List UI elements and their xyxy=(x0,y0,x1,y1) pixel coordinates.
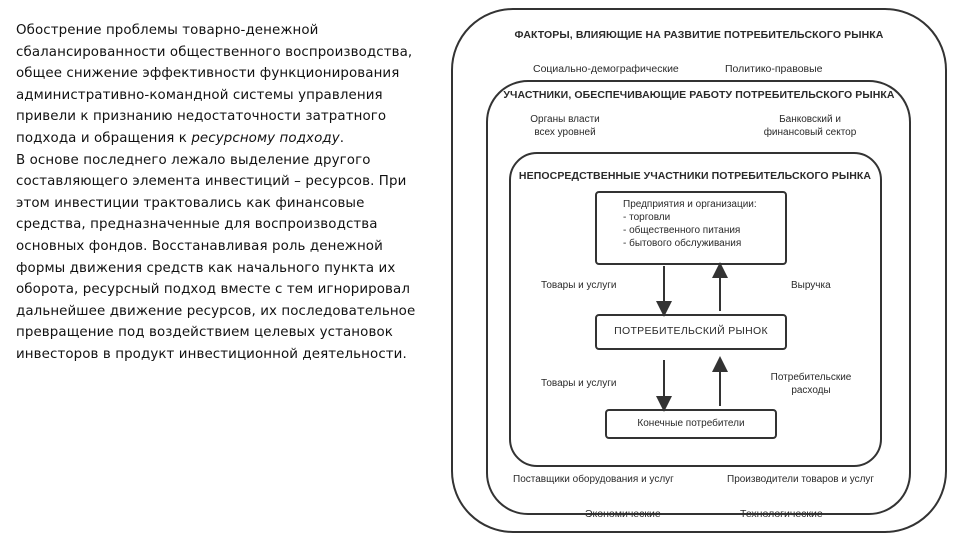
flow-revenue: Выручка xyxy=(791,280,831,291)
paragraph-2: В основе последнего лежало выделение дру… xyxy=(16,152,416,362)
factor-technological: Технологические xyxy=(740,508,823,520)
flow-spending-line2: расходы xyxy=(791,385,831,396)
participant-authorities-line1: Органы власти xyxy=(530,114,600,125)
participant-banking-line2: финансовый сектор xyxy=(763,127,857,138)
flow-goods-lower: Товары и услуги xyxy=(541,378,617,389)
enterprises-item-catering: - общественного питания xyxy=(623,225,741,236)
end-consumers-label: Конечные потребители xyxy=(637,418,745,429)
flow-spending-line1: Потребительские xyxy=(770,372,852,383)
factor-political-legal: Политико-правовые xyxy=(725,63,823,75)
flow-goods-upper: Товары и услуги xyxy=(541,280,617,291)
middle-title: УЧАСТНИКИ, ОБЕСПЕЧИВАЮЩИЕ РАБОТУ ПОТРЕБИ… xyxy=(503,89,895,101)
participant-producers: Производители товаров и услуг xyxy=(727,474,875,485)
enterprises-box xyxy=(595,191,787,265)
enterprises-item-services: - бытового обслуживания xyxy=(623,238,742,249)
inner-title: НЕПОСРЕДСТВЕННЫЕ УЧАСТНИКИ ПОТРЕБИТЕЛЬСК… xyxy=(518,170,872,182)
participant-authorities-line2: всех уровней xyxy=(534,127,596,138)
factor-economic: Экономические xyxy=(585,508,661,520)
participant-banking-line1: Банковский и xyxy=(779,114,841,125)
factor-socio-demographic: Социально-демографические xyxy=(533,63,679,75)
body-text: Обострение проблемы товарно-денежной сба… xyxy=(16,20,426,366)
resource-approach-emphasis: ресурсному подходу xyxy=(191,130,340,146)
enterprises-title: Предприятия и организации: xyxy=(623,199,757,210)
end-consumers-box xyxy=(605,409,777,439)
paragraph-1: Обострение проблемы товарно-денежной сба… xyxy=(16,23,413,146)
enterprises-item-trade: - торговли xyxy=(623,212,671,223)
flow-arrows xyxy=(656,262,728,412)
consumer-market-label: ПОТРЕБИТЕЛЬСКИЙ РЫНОК xyxy=(614,325,768,337)
inner-direct-participants-box xyxy=(509,152,882,467)
participant-equipment-suppliers: Поставщики оборудования и услуг xyxy=(513,474,674,485)
consumer-market-box xyxy=(595,314,787,350)
consumer-market-diagram: ФАКТОРЫ, ВЛИЯЮЩИЕ НА РАЗВИТИЕ ПОТРЕБИТЕЛ… xyxy=(445,0,960,540)
outer-title: ФАКТОРЫ, ВЛИЯЮЩИЕ НА РАЗВИТИЕ ПОТРЕБИТЕЛ… xyxy=(514,29,884,41)
middle-participants-box xyxy=(486,80,911,515)
outer-factors-box xyxy=(451,8,947,533)
